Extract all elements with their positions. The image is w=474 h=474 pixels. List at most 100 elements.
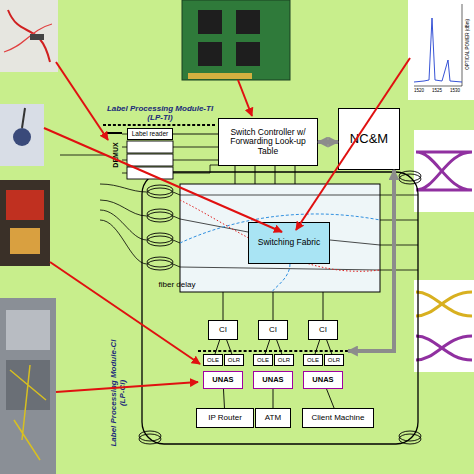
pcb-edge-connector: [188, 73, 252, 79]
ncm-box: NC&M: [338, 108, 400, 170]
switch-box: [180, 184, 380, 292]
module-heading: IP Router: [207, 414, 243, 423]
pcb-chip: [236, 10, 260, 34]
note-label: fiber delay: [154, 281, 200, 289]
switch-route: [273, 264, 290, 292]
connector-arrow: [318, 140, 338, 144]
module-heading: OLE: [206, 357, 220, 364]
unas-box: UNAS: [203, 371, 243, 389]
module-heading: UNAS: [211, 376, 234, 384]
module-heading: OLE: [256, 357, 270, 364]
pointer-arrow: [56, 382, 198, 392]
module-heading: CI: [218, 326, 228, 335]
label-reader-blank: [127, 141, 173, 153]
control-lines: [235, 166, 295, 184]
connector-line: [277, 340, 282, 354]
photo-pcb: [182, 0, 290, 80]
pcb-chip: [198, 10, 222, 34]
module-heading: Label reader: [131, 130, 170, 137]
ole-box: OLE: [203, 354, 223, 366]
demux-block: DEMUX: [106, 132, 122, 134]
olr-box: OLR: [224, 354, 244, 366]
connector-line: [327, 340, 332, 354]
module-heading: Switching Fabric: [257, 238, 321, 247]
photo-component: [0, 104, 44, 166]
connector-line: [265, 340, 270, 354]
delay-outputs: [173, 192, 180, 267]
connector-line: [327, 389, 335, 408]
module-heading: Label Processing Module-TI (LP-TI): [104, 105, 216, 123]
pcb-chip: [236, 42, 260, 66]
output-fibers: [380, 195, 418, 270]
switch-paths: [180, 195, 380, 270]
photo-pointers: [44, 58, 410, 392]
fiber-coil: [139, 434, 161, 444]
rack-unit: [6, 310, 50, 350]
module-heading: OLR: [227, 357, 241, 364]
pcb-chip: [198, 42, 222, 66]
rack-cables: [10, 365, 46, 460]
ole-box: OLE: [253, 354, 273, 366]
fiber-coil: [147, 188, 173, 198]
ci-box: CI: [208, 320, 238, 340]
fiber-coil: [399, 171, 421, 181]
connector-line: [223, 389, 224, 408]
fiber-cord: [8, 10, 50, 62]
spectrum-trace: [414, 18, 462, 82]
axis-label: 1525: [429, 89, 445, 94]
connector-line: [273, 389, 274, 408]
module-heading: ATM: [264, 414, 282, 423]
unas-box: UNAS: [303, 371, 343, 389]
equipment-part: [6, 190, 44, 220]
olr-box: OLR: [324, 354, 344, 366]
spectrum-plot: [408, 0, 474, 100]
module-heading: UNAS: [311, 376, 334, 384]
module-heading: CI: [318, 326, 328, 335]
fiber-coil: [139, 431, 161, 441]
fiber-coil: [147, 209, 173, 219]
pointer-arrow: [44, 128, 282, 232]
fiber-coil: [399, 174, 421, 184]
lp-ci-module: Label Processing Module-CI (LP-CI)OLEOLR…: [198, 350, 348, 352]
module-heading: UNAS: [261, 376, 284, 384]
module-heading: OLR: [277, 357, 291, 364]
eye-trace: [416, 292, 472, 316]
module-heading: Label Processing Module-CI (LP-CI): [107, 337, 131, 449]
reader-lines: [173, 147, 218, 173]
pointer-arrow: [238, 80, 252, 116]
photo-fiber: [0, 0, 58, 72]
connector-line: [227, 340, 232, 354]
pointer-arrow: [50, 262, 200, 364]
switch-controller: Switch Controller w/ Forwarding Look-up …: [218, 118, 318, 166]
unas-box: UNAS: [253, 371, 293, 389]
module-heading: Switch Controller w/ Forwarding Look-up …: [219, 128, 317, 156]
module-heading: OLE: [306, 357, 320, 364]
fiber-coil: [399, 434, 421, 444]
eye-trace: [416, 336, 472, 360]
connector-line: [173, 134, 218, 135]
fiber-coil: [147, 257, 173, 267]
module-heading: NC&M: [349, 132, 389, 146]
photo-equipment: [0, 180, 50, 266]
module-heading: Client Machine: [311, 414, 366, 423]
connector-arrow: [348, 170, 394, 351]
plot-axes: [414, 4, 462, 86]
lp-ti-module: Label Processing Module-TI (LP-TI)DEMUXL…: [103, 124, 215, 126]
client-box: Client Machine: [302, 408, 374, 428]
olr-box: OLR: [274, 354, 294, 366]
ci-box: CI: [308, 320, 338, 340]
pointer-arrow: [296, 58, 410, 230]
fiber-coil: [147, 236, 173, 246]
client-box: IP Router: [196, 408, 254, 428]
axis-label: OPTICAL POWER (dBm): [466, 9, 471, 79]
label-reader-blank: [127, 154, 173, 166]
axis-label: 1520: [411, 89, 427, 94]
pointer-arrow: [56, 62, 108, 140]
ci-lines: [223, 292, 323, 320]
ci-box: CI: [258, 320, 288, 340]
equipment-part: [10, 228, 40, 254]
